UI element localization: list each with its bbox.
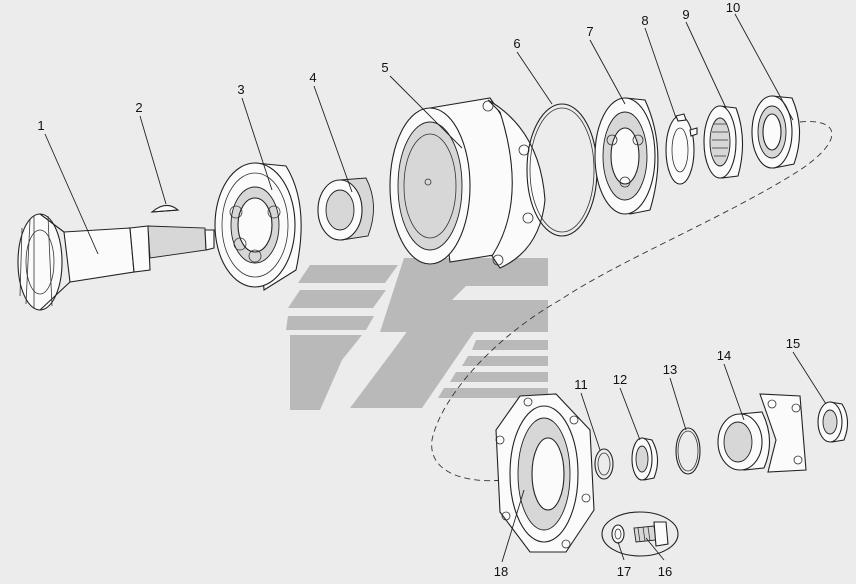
callout-17: 17: [617, 564, 631, 579]
part-5-bearing-housing: [389, 97, 546, 269]
part-1-bevel-pinion-shaft: [17, 213, 215, 311]
callout-2: 2: [135, 100, 142, 115]
part-15-hex-nut: [817, 401, 849, 443]
part-13-o-ring: [675, 427, 701, 475]
callout-12: 12: [613, 372, 627, 387]
part-10-oil-seal: [751, 95, 801, 169]
callout-1: 1: [37, 118, 44, 133]
callout-11: 11: [574, 377, 588, 392]
part-4-spacer-sleeve: [317, 177, 374, 241]
callout-4: 4: [309, 70, 316, 85]
part-14-flange-sleeve: [717, 393, 807, 473]
part-12-threaded-nut: [631, 437, 659, 481]
part-3-ball-bearing: [214, 162, 302, 291]
part-9-round-nut: [703, 105, 744, 179]
callout-14: 14: [717, 348, 731, 363]
part-2-woodruff-key: [150, 204, 180, 213]
part-11-snap-ring: [594, 448, 614, 480]
assembly-path-dashed: [431, 121, 833, 482]
callout-13: 13: [663, 362, 677, 377]
callout-8: 8: [641, 13, 648, 28]
callout-3: 3: [237, 82, 244, 97]
callout-16: 16: [658, 564, 672, 579]
callout-9: 9: [682, 7, 689, 22]
brand-logo-watermark: [286, 258, 548, 410]
callout-7: 7: [586, 24, 593, 39]
callout-15: 15: [786, 336, 800, 351]
part-16-17-bolt-washer: [601, 511, 679, 557]
part-18-cover-flange: [495, 393, 595, 553]
part-8-lock-washer: [665, 113, 698, 185]
callout-5: 5: [381, 60, 388, 75]
callout-10: 10: [726, 0, 740, 15]
part-7-bearing: [594, 97, 659, 215]
callout-labels: 1 2 3 4 5 6 7 8 9 10 11 12 13 14 15 16 1…: [37, 0, 800, 579]
callout-6: 6: [513, 36, 520, 51]
callout-18: 18: [494, 564, 508, 579]
leader-lines: [44, 13, 827, 563]
